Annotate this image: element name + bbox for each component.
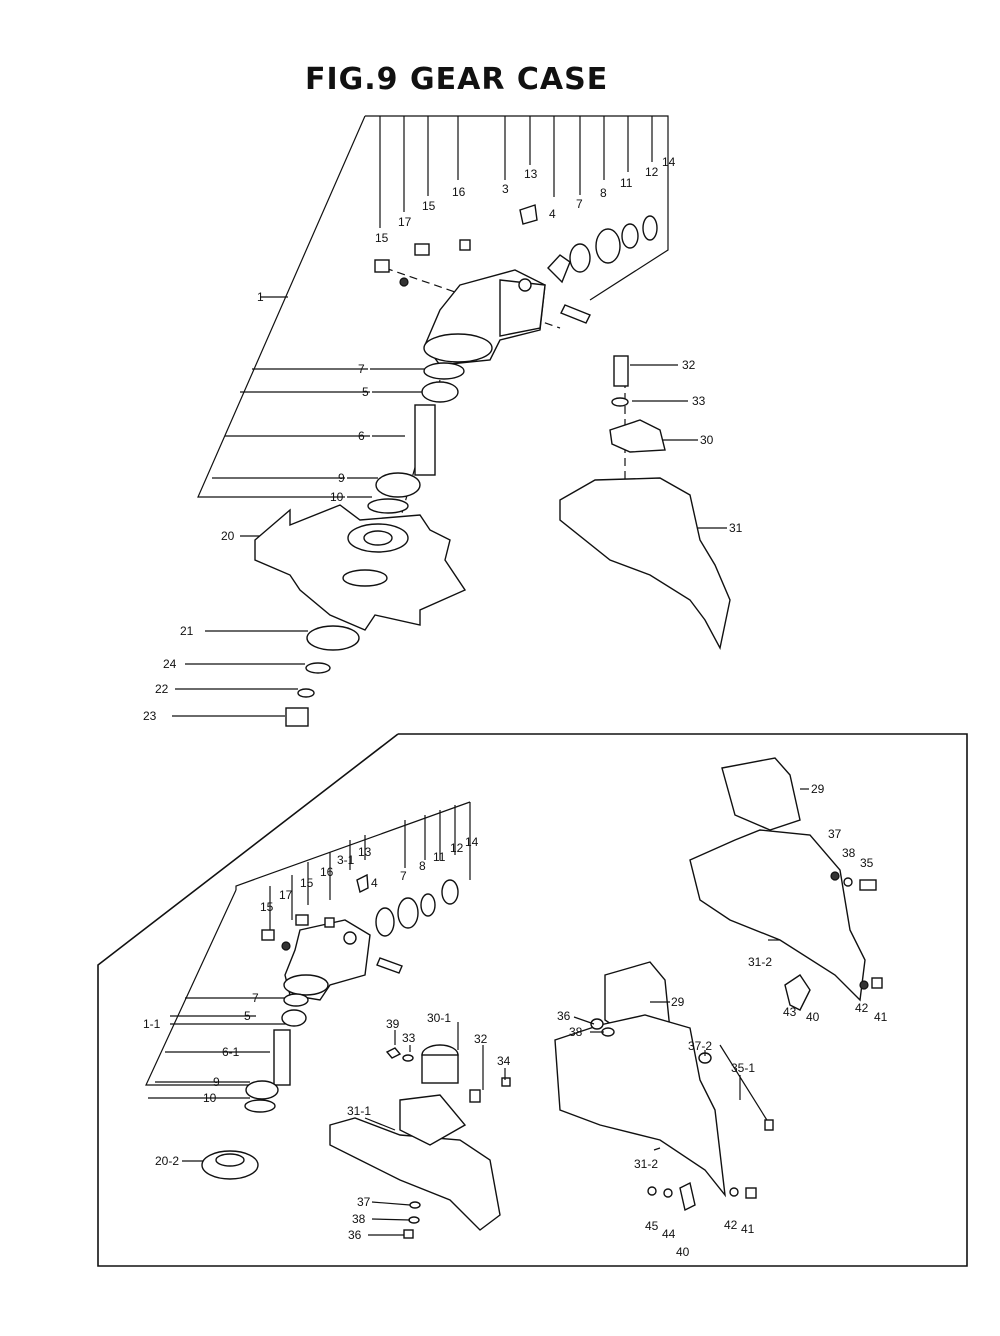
- label-lower-38b: 38: [842, 846, 856, 860]
- label-lower-42b: 42: [724, 1218, 738, 1232]
- figure-title: FIG.9 GEAR CASE: [305, 62, 609, 97]
- label-lower-41a: 41: [874, 1010, 888, 1024]
- label-21: 21: [180, 624, 194, 638]
- label-lower-42a: 42: [855, 1001, 869, 1015]
- lower-assembly-box: 15 17 15 16 3-1 13 4 7 8 11 12 14 7 1-1 …: [97, 733, 968, 1267]
- label-lower-15b: 15: [300, 876, 314, 890]
- label-10: 10: [330, 490, 344, 504]
- label-lower-3-1: 3-1: [337, 853, 355, 867]
- label-lower-4: 4: [371, 876, 378, 890]
- label-13: 13: [524, 167, 538, 181]
- group-bracket-left: [197, 115, 366, 498]
- group-bracket-top: [365, 115, 669, 301]
- label-4: 4: [549, 207, 556, 221]
- label-lower-36a: 36: [348, 1228, 362, 1242]
- label-17: 17: [398, 215, 412, 229]
- label-15a: 15: [375, 231, 389, 245]
- label-8: 8: [600, 186, 607, 200]
- label-lower-31-2a: 31-2: [748, 955, 772, 969]
- right-guard-lower: [554, 961, 774, 1212]
- label-lower-37b: 37: [828, 827, 842, 841]
- label-7-left: 7: [358, 362, 365, 376]
- label-lower-7-top: 7: [400, 869, 407, 883]
- lower-bracket-left: [145, 889, 260, 1086]
- label-23: 23: [143, 709, 157, 723]
- label-1: 1: [257, 290, 264, 304]
- label-lower-30-1: 30-1: [427, 1011, 451, 1025]
- label-lower-16: 16: [320, 865, 334, 879]
- label-lower-43: 43: [783, 1005, 797, 1019]
- label-lower-20-2: 20-2: [155, 1154, 179, 1168]
- label-16: 16: [452, 185, 466, 199]
- upper-shaft-stack: [367, 362, 465, 514]
- label-lower-40b: 40: [676, 1245, 690, 1259]
- label-lower-11: 11: [433, 850, 446, 864]
- lower-frame: [97, 733, 968, 1267]
- label-lower-37-2: 37-2: [688, 1039, 712, 1053]
- label-lower-13: 13: [358, 845, 372, 859]
- label-lower-35-1: 35-1: [731, 1061, 755, 1075]
- label-33: 33: [692, 394, 706, 408]
- label-15b: 15: [422, 199, 436, 213]
- label-lower-34: 34: [497, 1054, 511, 1068]
- label-lower-1-1: 1-1: [143, 1017, 161, 1031]
- upper-assembly: 1 15 17 15 16 3 13 4 7 8 11 12 14 7 5 6 …: [143, 115, 743, 727]
- label-22: 22: [155, 682, 169, 696]
- label-32: 32: [682, 358, 696, 372]
- label-lower-5: 5: [244, 1009, 251, 1023]
- upper-blade-hardware: [285, 625, 360, 727]
- label-14: 14: [662, 155, 676, 169]
- label-lower-45: 45: [645, 1219, 659, 1233]
- label-lower-40a: 40: [806, 1010, 820, 1024]
- label-lower-17: 17: [279, 888, 293, 902]
- label-lower-29a: 29: [811, 782, 825, 796]
- label-lower-31-2b: 31-2: [634, 1157, 658, 1171]
- label-lower-14: 14: [465, 835, 479, 849]
- guard-31-1: [329, 1044, 511, 1239]
- label-31: 31: [729, 521, 743, 535]
- label-lower-15a: 15: [260, 900, 274, 914]
- label-lower-12: 12: [450, 841, 464, 855]
- label-lower-36b: 36: [557, 1009, 571, 1023]
- label-11: 11: [620, 176, 633, 190]
- label-3: 3: [502, 182, 509, 196]
- label-lower-10: 10: [203, 1091, 217, 1105]
- label-lower-33: 33: [402, 1031, 416, 1045]
- label-lower-8: 8: [419, 859, 426, 873]
- lower-bracket-top: [235, 801, 471, 890]
- label-lower-7-left: 7: [252, 991, 259, 1005]
- label-lower-44: 44: [662, 1227, 676, 1241]
- cutting-blade: [254, 504, 467, 631]
- label-24: 24: [163, 657, 177, 671]
- lower-shaft-stack: [201, 993, 309, 1180]
- label-20: 20: [221, 529, 235, 543]
- label-lower-29b: 29: [671, 995, 685, 1009]
- label-lower-31-1: 31-1: [347, 1104, 371, 1118]
- label-6: 6: [358, 429, 365, 443]
- label-30: 30: [700, 433, 714, 447]
- label-lower-39: 39: [386, 1017, 400, 1031]
- label-lower-38c: 38: [569, 1025, 583, 1039]
- right-guard-upper: [689, 757, 883, 1011]
- gear-case-housing: [423, 269, 546, 366]
- label-lower-35: 35: [860, 856, 874, 870]
- label-9: 9: [338, 471, 345, 485]
- label-lower-6-1: 6-1: [222, 1045, 240, 1059]
- label-lower-37a: 37: [357, 1195, 371, 1209]
- upper-guard-assembly: [559, 355, 731, 651]
- label-12: 12: [645, 165, 659, 179]
- lower-gear-case: [261, 873, 459, 1001]
- label-lower-38a: 38: [352, 1212, 366, 1226]
- label-lower-41b: 41: [741, 1222, 755, 1236]
- label-lower-32: 32: [474, 1032, 488, 1046]
- upper-hardware: [374, 204, 658, 324]
- label-5: 5: [362, 385, 369, 399]
- label-7-top: 7: [576, 197, 583, 211]
- label-lower-9: 9: [213, 1075, 220, 1089]
